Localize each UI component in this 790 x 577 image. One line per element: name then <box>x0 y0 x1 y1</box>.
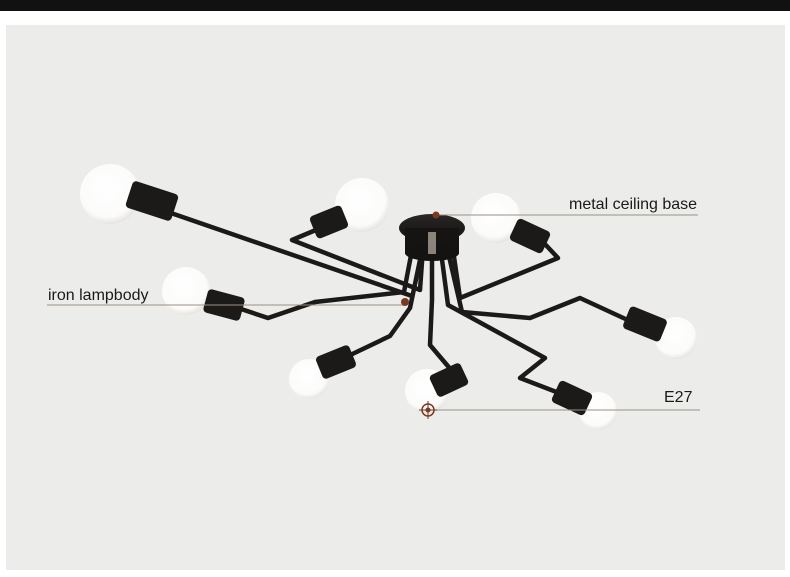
arm-front-mid <box>427 249 461 381</box>
arm-front-right <box>438 249 575 401</box>
lamp-far-left <box>80 164 179 224</box>
lamp-front-right <box>551 380 617 430</box>
lamp-right-back <box>471 193 551 254</box>
lamp-front-left <box>289 345 356 399</box>
callout-iron-lampbody: iron lampbody <box>48 287 149 304</box>
image-background <box>6 25 785 570</box>
ceiling-canopy <box>399 214 465 261</box>
lamp-left-back <box>309 178 389 239</box>
arm-left-back <box>289 224 426 293</box>
callout-metal-ceiling-base: metal ceiling base <box>569 196 698 213</box>
arm-right <box>445 249 635 325</box>
callout-lines <box>47 214 700 411</box>
lamp-right <box>623 306 697 359</box>
arm-far-left <box>165 209 415 299</box>
arm-front-left <box>341 257 423 361</box>
iron-arms <box>165 209 635 401</box>
lamp-front-mid <box>405 363 469 413</box>
top-frame-bar <box>0 0 790 11</box>
callout-e27: E27 <box>664 389 693 406</box>
arm-right-back <box>450 239 561 301</box>
arm-left-mid <box>235 247 415 321</box>
target-marker-icon <box>401 211 440 419</box>
lamp-left-mid <box>162 267 245 321</box>
